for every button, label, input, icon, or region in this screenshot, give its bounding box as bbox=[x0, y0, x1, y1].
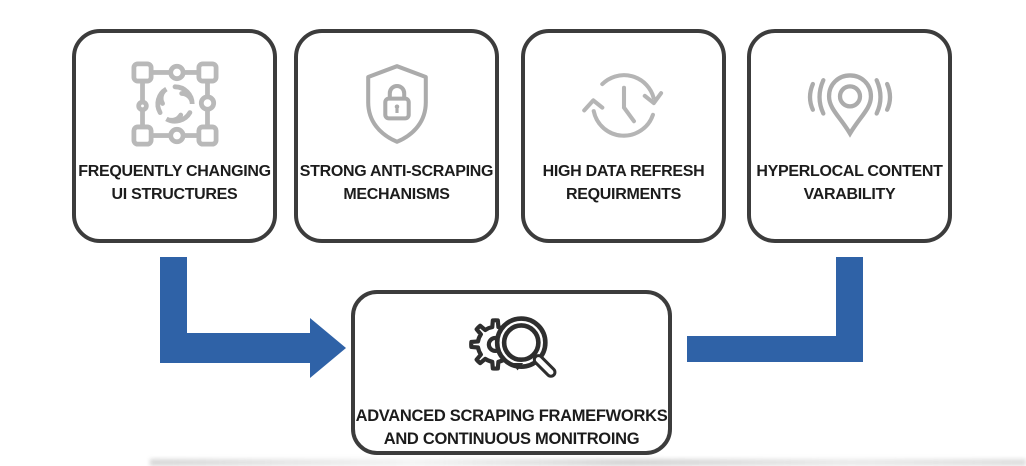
challenge-label-line1: HYPERLOCAL CONTENT bbox=[756, 163, 943, 180]
vector-design-icon bbox=[129, 60, 221, 148]
challenge-label: HIGH DATA REFRESH REQUIRMENTS bbox=[525, 160, 722, 206]
challenge-label-line1: FREQUENTLY CHANGING bbox=[78, 163, 271, 180]
challenge-label: HYPERLOCAL CONTENT VARABILITY bbox=[751, 160, 948, 206]
solution-label-line1: ADVANCED SCRAPING FRAMEFWORKS bbox=[355, 407, 668, 425]
solution-card: ADVANCED SCRAPING FRAMEFWORKS AND CONTIN… bbox=[351, 290, 672, 455]
challenge-label-line2: UI STRUCTURES bbox=[111, 186, 238, 203]
challenge-label-line1: HIGH DATA REFRESH bbox=[542, 163, 705, 180]
clock-refresh-icon bbox=[577, 60, 671, 148]
location-signal-icon bbox=[802, 60, 898, 148]
solution-label-line2: AND CONTINUOUS MONITROING bbox=[383, 430, 640, 448]
shield-lock-icon bbox=[361, 60, 433, 148]
left-arrow-horizontal-segment bbox=[160, 333, 310, 363]
right-arrow-horizontal-segment bbox=[687, 336, 863, 362]
challenge-label-line2: MECHANISMS bbox=[343, 186, 450, 203]
challenge-label-line2: REQUIRMENTS bbox=[566, 186, 681, 203]
challenge-card-data-refresh: HIGH DATA REFRESH REQUIRMENTS bbox=[521, 29, 726, 243]
left-arrow-head bbox=[310, 318, 346, 378]
challenge-card-ui-structures: FREQUENTLY CHANGING UI STRUCTURES bbox=[72, 29, 277, 243]
challenge-label-line2: VARABILITY bbox=[803, 186, 896, 203]
challenge-label-line1: STRONG ANTI-SCRAPING bbox=[299, 163, 494, 180]
bottom-edge-artifact bbox=[150, 459, 1026, 466]
challenge-card-hyperlocal: HYPERLOCAL CONTENT VARABILITY bbox=[747, 29, 952, 243]
gear-magnifier-icon bbox=[462, 309, 562, 391]
challenge-card-anti-scraping: STRONG ANTI-SCRAPING MECHANISMS bbox=[294, 29, 499, 243]
solution-label: ADVANCED SCRAPING FRAMEFWORKS AND CONTIN… bbox=[355, 405, 668, 451]
challenge-label: STRONG ANTI-SCRAPING MECHANISMS bbox=[298, 160, 495, 206]
challenge-label: FREQUENTLY CHANGING UI STRUCTURES bbox=[76, 160, 273, 206]
